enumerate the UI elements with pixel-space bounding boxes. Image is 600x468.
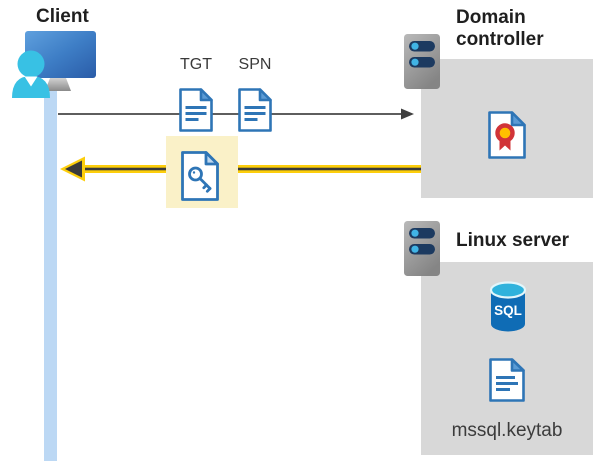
request-arrowhead xyxy=(401,108,414,120)
tgt-label: TGT xyxy=(180,56,212,73)
client-title: Client xyxy=(36,6,89,27)
database-top xyxy=(489,281,527,299)
spn-label: SPN xyxy=(238,56,272,73)
tgt-document-icon xyxy=(179,88,213,132)
key-glyph xyxy=(188,166,212,193)
response-arrowhead xyxy=(65,160,82,178)
spn-document-icon xyxy=(238,88,272,132)
domain-controller-title: Domain controller xyxy=(456,7,544,50)
certificate-icon xyxy=(488,111,526,159)
keytab-filename: mssql.keytab xyxy=(451,420,563,441)
linux-server-title: Linux server xyxy=(456,230,569,251)
linux-server-icon xyxy=(404,221,440,276)
request-arrow xyxy=(58,108,414,120)
keytab-document-icon xyxy=(489,358,525,402)
response-arrow xyxy=(60,156,421,182)
client-lifeline-bar xyxy=(44,91,57,461)
user-icon xyxy=(12,50,50,98)
domain-controller-server-icon xyxy=(404,34,440,89)
sql-database-icon: SQL xyxy=(489,281,527,332)
sql-icon-text: SQL xyxy=(494,303,522,318)
certificate-seal xyxy=(495,123,515,143)
client-computer-icon xyxy=(12,31,96,98)
key-document-icon xyxy=(181,151,219,201)
monitor-stand xyxy=(45,78,71,91)
